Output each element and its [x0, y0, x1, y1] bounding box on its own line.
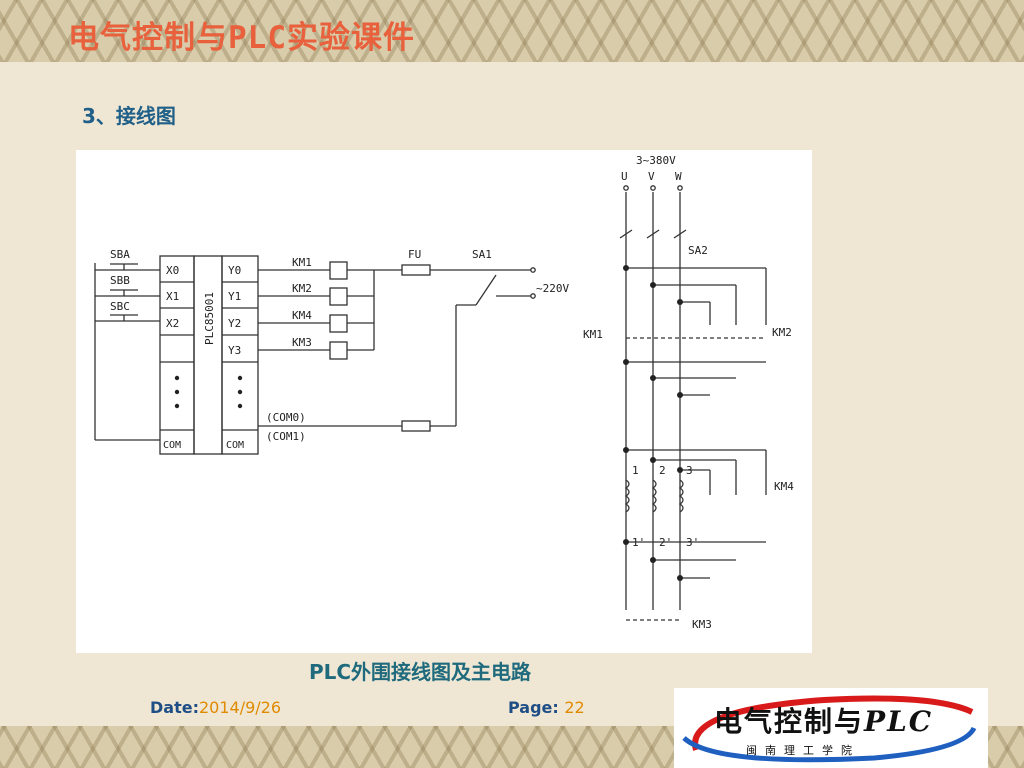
- date-value: 2014/9/26: [198, 698, 282, 717]
- coil-label-km2: KM2: [292, 282, 312, 295]
- button-label-sba: SBA: [110, 248, 130, 261]
- section-heading: 3、接线图: [82, 104, 176, 128]
- switch-sa1-label: SA1: [472, 248, 492, 261]
- winding-3-end-label: 3': [686, 536, 699, 549]
- switch-sa2-label: SA2: [688, 244, 708, 257]
- input-com-label: COM: [163, 440, 181, 451]
- phase-v-label: V: [648, 170, 655, 183]
- button-label-sbc: SBC: [110, 300, 130, 313]
- coil-label-km4: KM4: [292, 309, 312, 322]
- wiring-diagram-figure: SBA SBB SBC X0 X1 X2 COM PLC85001 Y0 Y1 …: [76, 150, 812, 653]
- wiring-diagram: SBA SBB SBC X0 X1 X2 COM PLC85001 Y0 Y1 …: [94, 154, 794, 631]
- footer-page: Page: 22: [508, 698, 585, 717]
- terminal-x1: X1: [166, 290, 179, 303]
- terminal-y1: Y1: [228, 290, 241, 303]
- winding-2-end-label: 2': [659, 536, 672, 549]
- page-value: 22: [564, 698, 585, 717]
- slide-title: 电气控制与PLC实验课件: [68, 20, 415, 56]
- fuse-label: FU: [408, 248, 421, 261]
- date-label: Date:: [150, 698, 199, 717]
- coil-label-km3: KM3: [292, 336, 312, 349]
- phase-u-label: U: [621, 170, 628, 183]
- logo-title-plc: PLC: [864, 705, 934, 738]
- logo-title-cn: 电气控制与: [714, 705, 865, 738]
- logo-arcs: [682, 695, 977, 763]
- contactor-km2-label: KM2: [772, 326, 792, 339]
- com1-label: (COM1): [266, 430, 306, 443]
- terminal-y2: Y2: [228, 317, 241, 330]
- figure-caption: PLC外围接线图及主电路: [308, 660, 532, 684]
- plc-model-label: PLC85001: [203, 292, 216, 345]
- contactor-km3-label: KM3: [692, 618, 712, 631]
- winding-1-label: 1: [632, 464, 639, 477]
- page-label: Page:: [508, 698, 559, 717]
- terminal-x2: X2: [166, 317, 179, 330]
- supply-220v-label: ~220V: [536, 282, 569, 295]
- com0-label: (COM0): [266, 411, 306, 424]
- college-logo: 电气控制与PLC 闽南理工学院: [674, 688, 988, 768]
- logo-title: 电气控制与PLC: [714, 700, 933, 740]
- contactor-km4-label: KM4: [774, 480, 794, 493]
- footer-date: Date:2014/9/26: [150, 698, 281, 717]
- terminal-x0: X0: [166, 264, 179, 277]
- supply-380v-label: 3~380V: [636, 154, 676, 167]
- contactor-km1-label: KM1: [583, 328, 603, 341]
- terminal-y0: Y0: [228, 264, 241, 277]
- terminal-y3: Y3: [228, 344, 241, 357]
- winding-1-end-label: 1': [632, 536, 645, 549]
- coil-label-km1: KM1: [292, 256, 312, 269]
- button-label-sbb: SBB: [110, 274, 130, 287]
- phase-w-label: W: [675, 170, 682, 183]
- logo-subtitle: 闽南理工学院: [746, 744, 860, 757]
- output-com-label: COM: [226, 440, 244, 451]
- winding-2-label: 2: [659, 464, 666, 477]
- winding-3-label: 3: [686, 464, 693, 477]
- top-decorative-band: [0, 0, 1024, 62]
